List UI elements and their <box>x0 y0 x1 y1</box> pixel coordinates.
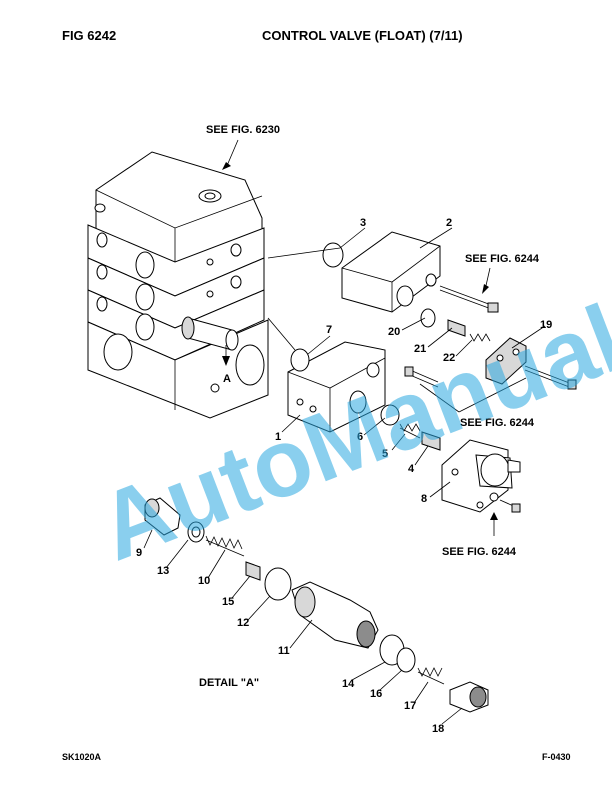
o-ring-20 <box>420 308 436 328</box>
callout-6: 6 <box>357 431 363 443</box>
callout-3: 3 <box>360 217 366 229</box>
figure-title: CONTROL VALVE (FLOAT) (7/11) <box>262 28 463 43</box>
footer-code-right: F-0430 <box>542 752 571 762</box>
callout-21: 21 <box>414 343 426 355</box>
o-ring-3 <box>322 242 344 268</box>
callout-9: 9 <box>136 547 142 559</box>
callout-20: 20 <box>388 326 400 338</box>
callout-8: 8 <box>421 493 427 505</box>
callout-5: 5 <box>382 448 388 460</box>
callout-19: 19 <box>540 319 552 331</box>
callout-leaders <box>143 227 546 725</box>
callout-4: 4 <box>408 463 415 475</box>
figure-number: FIG 6242 <box>62 28 117 43</box>
valve-stack-assembly <box>87 151 269 419</box>
o-ring-6 <box>380 404 400 426</box>
plunger-4 <box>421 431 441 451</box>
callout-7: 7 <box>326 324 332 336</box>
callout-13: 13 <box>157 565 169 577</box>
detail-a-assembly <box>144 497 489 713</box>
see-fig-6244-label: SEE FIG. 6244 <box>460 417 535 429</box>
spring-5 <box>399 423 421 439</box>
spring-22 <box>469 333 491 342</box>
footer-code-left: SK1020A <box>62 752 102 762</box>
callout-17: 17 <box>404 700 416 712</box>
see-fig-6244-label: SEE FIG. 6244 <box>442 546 517 558</box>
detail-a-arrow-label: A <box>223 373 231 385</box>
callout-numbers: 1 2 3 4 5 6 7 8 9 10 11 12 13 14 15 16 1… <box>136 217 552 735</box>
callout-10: 10 <box>198 575 210 587</box>
see-fig-6230-label: SEE FIG. 6230 <box>206 124 280 136</box>
see-fig-6244-label: SEE FIG. 6244 <box>465 253 540 265</box>
detail-a-title: DETAIL "A" <box>199 677 259 689</box>
detail-a-arrow-icon <box>222 356 230 366</box>
callout-16: 16 <box>370 688 382 700</box>
callout-22: 22 <box>443 352 455 364</box>
callout-12: 12 <box>237 617 249 629</box>
o-ring-7 <box>290 348 310 372</box>
part-1-block <box>287 341 386 433</box>
callout-11: 11 <box>278 645 290 657</box>
plunger-21 <box>447 319 466 337</box>
callout-1: 1 <box>275 431 281 443</box>
callout-14: 14 <box>342 678 355 690</box>
callout-15: 15 <box>222 596 234 608</box>
callout-18: 18 <box>432 723 444 735</box>
callout-2: 2 <box>446 217 452 229</box>
part-2-block <box>341 231 441 313</box>
